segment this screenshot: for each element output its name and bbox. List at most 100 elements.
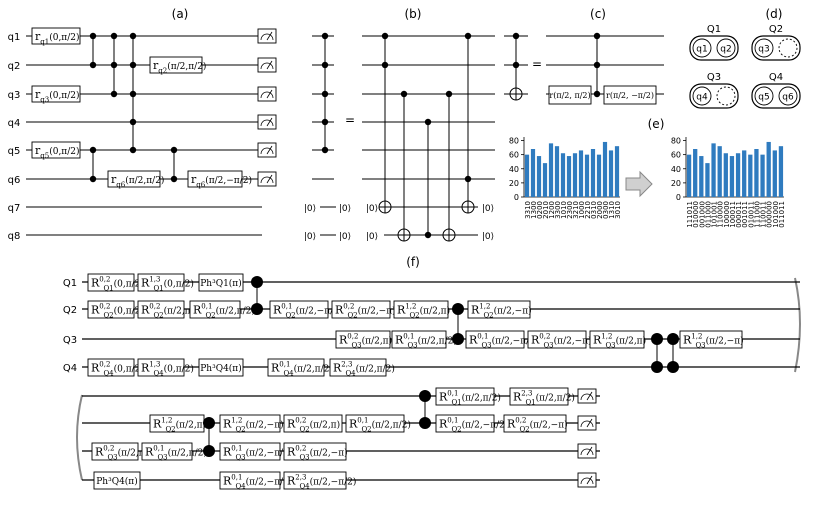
- y-tick-label: 40: [671, 165, 681, 174]
- gate-label: rq1(0,π/2): [35, 30, 80, 46]
- gate-box: [31, 141, 81, 159]
- control-number-icon: 3: [419, 390, 431, 402]
- empty-qubit-circle: [716, 86, 736, 106]
- gate-box: [465, 330, 525, 349]
- qubit-name: q3: [758, 45, 769, 55]
- gate-box: [137, 358, 185, 377]
- y-tick-label: 80: [509, 137, 519, 146]
- control-number: 1: [455, 335, 460, 344]
- x-tick-label: 111000: [753, 201, 761, 228]
- x-tick-label: 0300: [602, 201, 610, 219]
- meter-needle: [586, 446, 593, 456]
- row-label-Q4: Q4: [63, 363, 77, 374]
- meter-arc: [260, 62, 274, 70]
- gate-box: [31, 85, 81, 103]
- gate-box: [393, 300, 449, 319]
- qubit-name: q5: [758, 93, 769, 103]
- meter-Q2: [577, 415, 597, 431]
- x-tick-label: 2000: [596, 201, 604, 219]
- x-tick-label: 1310: [608, 201, 616, 219]
- x-tick-label: 1000: [578, 201, 586, 219]
- gate-ph-q4-b: Ph³Q4(π): [93, 471, 141, 490]
- panel-label-b: (b): [405, 7, 422, 21]
- bar: [729, 156, 735, 197]
- qubit-name: q1: [696, 45, 707, 55]
- x-tick-label: 2010: [542, 201, 550, 219]
- control-dot: [129, 118, 137, 126]
- y-tick-label: 0: [676, 193, 681, 202]
- gate-rq1: rq1(0,π/2): [31, 27, 81, 46]
- control-number-icon: 1: [651, 333, 663, 345]
- control-disc: [452, 333, 464, 345]
- bar: [530, 149, 536, 197]
- ket0-label: |0⟩: [366, 232, 378, 242]
- control-disc: [419, 390, 431, 402]
- qubit-label-q4: q4: [8, 118, 21, 129]
- gate-box: [331, 300, 391, 319]
- target-xor-icon: [461, 200, 475, 214]
- control-dot: [424, 118, 432, 126]
- meter-arc: [260, 147, 274, 155]
- meter-needle: [266, 117, 273, 127]
- gate-label: Ph³Q4(π): [200, 363, 242, 374]
- bar: [748, 154, 753, 197]
- control-disc: [203, 445, 215, 457]
- y-tick-label: 60: [509, 151, 519, 160]
- panel-b-circuit: =|0⟩|0⟩|0⟩|0⟩|0⟩|0⟩|0⟩|0⟩: [304, 32, 495, 242]
- control-disc: [651, 333, 663, 345]
- control-number-icon: 1: [452, 303, 464, 315]
- meter-box: [577, 388, 597, 404]
- control-dot: [129, 32, 137, 40]
- gate-box: [267, 358, 325, 377]
- bar: [735, 153, 741, 197]
- meter-Q1: [577, 388, 597, 404]
- control-number-icon: 1: [667, 333, 679, 345]
- control-disc: [667, 333, 679, 345]
- gate-box: [91, 442, 139, 461]
- bar: [778, 146, 784, 197]
- empty-qubit-circle: [778, 38, 798, 58]
- control-dot: [170, 146, 178, 154]
- target-xor-icon: [442, 228, 456, 242]
- bar: [596, 154, 602, 197]
- gate-box: [141, 442, 193, 461]
- meter-q2: [257, 57, 277, 73]
- meter-q5: [257, 142, 277, 158]
- gate-box: [467, 300, 531, 319]
- gate-label: r(π/2, π/2): [549, 91, 590, 100]
- arrow-right-icon: [625, 170, 653, 198]
- control-dot: [321, 90, 329, 98]
- x-tick-label: 110011: [760, 201, 768, 228]
- qubit-label-q3: q3: [8, 90, 21, 101]
- gate-box: [603, 85, 657, 105]
- bar: [717, 146, 722, 197]
- panel-label-f: (f): [406, 255, 420, 269]
- meter-box: [257, 28, 277, 44]
- meter-arc: [580, 448, 594, 456]
- y-tick-label: 0: [514, 193, 519, 202]
- bar: [711, 143, 716, 197]
- control-number-icon: 3: [667, 361, 679, 373]
- control-number-icon: 2: [651, 361, 663, 373]
